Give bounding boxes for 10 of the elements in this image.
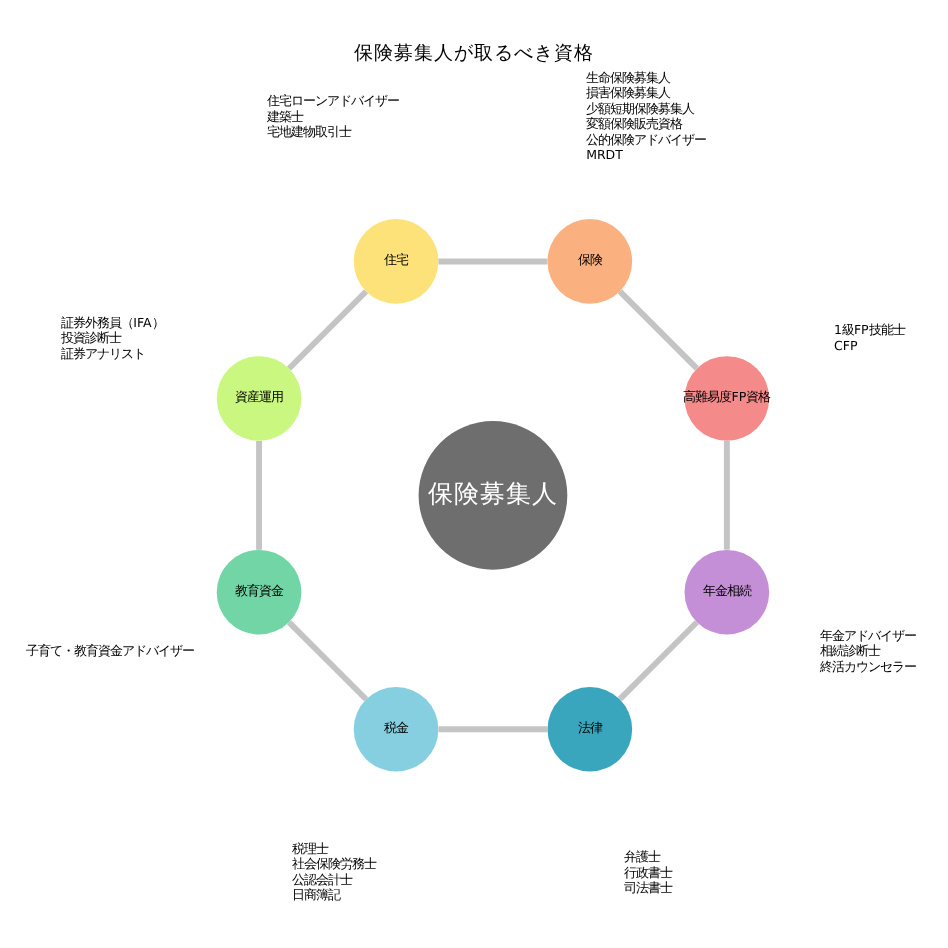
connector	[617, 289, 699, 371]
connector	[617, 620, 699, 702]
connector	[256, 441, 262, 550]
connector	[723, 440, 730, 550]
connector	[287, 620, 369, 702]
connector	[438, 258, 548, 265]
node-circle: 保険募集人	[418, 421, 568, 570]
connector	[438, 726, 548, 733]
connector	[286, 289, 369, 371]
diagram-title: 保険募集人が取るべき資格	[354, 43, 594, 66]
